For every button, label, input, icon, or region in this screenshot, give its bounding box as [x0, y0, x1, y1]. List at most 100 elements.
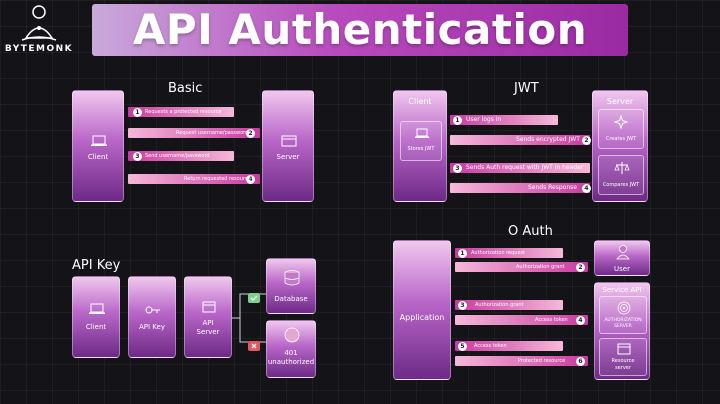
basic-step-2-num: 2	[246, 128, 255, 138]
jwt-step-1-num: 1	[453, 115, 462, 125]
stores-jwt-label: Stores JWT	[407, 146, 435, 152]
service-api-label: Service API	[602, 286, 642, 294]
unauth-label-1: 401	[284, 349, 298, 357]
jwt-step-4-num: 4	[582, 183, 591, 193]
laptop-icon	[89, 303, 105, 314]
basic-step-4-num: 4	[246, 174, 255, 184]
brand-name: BYTEMONK	[4, 44, 74, 54]
user-icon	[616, 245, 630, 260]
oauth-title: O Auth	[508, 224, 553, 239]
jwt-arrow-2	[450, 135, 590, 145]
oauth-step-4-num: 4	[576, 315, 585, 325]
apikey-client-label: Client	[85, 323, 107, 331]
monk-logo-icon	[8, 4, 70, 58]
apikey-server-box: API Server	[184, 276, 232, 358]
jwt-arrow-1	[450, 115, 558, 125]
stores-jwt-panel: Stores JWT	[400, 121, 442, 161]
fail-x-icon	[248, 336, 260, 351]
user-box: User	[594, 240, 650, 276]
apikey-client-box: Client	[72, 276, 120, 358]
apikey-key-box: API Key	[128, 276, 176, 358]
basic-client-box: Client	[72, 90, 124, 202]
jwt-server-box: Server Creates JWT Compares JWT	[592, 90, 648, 202]
oauth-step-5-num: 5	[458, 341, 467, 351]
jwt-arrow-4	[450, 183, 590, 193]
basic-step-4-label: Return requested resource	[184, 176, 251, 182]
oauth-step-3-num: 3	[458, 300, 467, 310]
oauth-arrow-6	[455, 356, 588, 366]
oauth-arrow-2	[455, 262, 588, 272]
database-box: Database	[266, 258, 316, 314]
apikey-key-label: API Key	[139, 323, 165, 331]
compares-jwt-label: Compares JWT	[602, 182, 640, 188]
oauth-arrow-5	[455, 341, 563, 351]
apikey-title: API Key	[72, 258, 121, 273]
jwt-step-3-label: Sends Auth request with JWT in header	[466, 164, 584, 171]
key-icon	[145, 306, 160, 314]
page-title: API Authentication	[132, 5, 588, 54]
database-label: Database	[274, 295, 308, 303]
sparkle-icon	[614, 115, 628, 129]
creates-jwt-panel: Creates JWT	[598, 109, 644, 149]
basic-client-label: Client	[87, 153, 109, 161]
service-api-box: Service API AUTHORIZATION SERVER Resourc…	[594, 282, 650, 380]
title-banner	[92, 4, 628, 56]
basic-step-2-label: Request username/password	[176, 130, 249, 136]
lock-circle-icon	[284, 327, 300, 343]
basic-step-3-num: 3	[133, 151, 142, 161]
auth-server-label-1: AUTHORIZATION	[604, 318, 642, 323]
basic-arrow-1	[128, 107, 234, 117]
basic-arrow-2	[128, 128, 260, 138]
success-check-icon	[248, 288, 260, 303]
oauth-step-2-label: Authorization grant	[516, 264, 565, 270]
basic-step-3-label: Send username/password	[145, 153, 210, 159]
oauth-arrow-4	[455, 315, 588, 325]
resource-server-label-2: server	[615, 365, 631, 371]
compares-jwt-panel: Compares JWT	[598, 155, 644, 195]
laptop-icon	[91, 135, 107, 146]
oauth-step-3-label: Authorization grant	[475, 302, 524, 308]
oauth-step-1-num: 1	[458, 248, 467, 258]
jwt-step-2-num: 2	[582, 135, 591, 145]
jwt-client-label: Client	[408, 97, 432, 106]
basic-arrow-4	[128, 174, 260, 184]
oauth-step-5-label: Access token	[474, 343, 507, 349]
basic-step-1-num: 1	[133, 107, 142, 117]
application-label: Application	[399, 313, 445, 322]
fingerprint-icon	[617, 301, 631, 315]
jwt-step-1-label: User logs in	[466, 116, 502, 123]
unauthorized-box: 401 unauthorized	[266, 320, 316, 378]
auth-server-label-2: SERVER	[614, 324, 632, 329]
scale-icon	[614, 162, 630, 174]
jwt-step-2-label: Sends encrypted JWT	[516, 136, 580, 143]
oauth-step-2-num: 2	[576, 262, 585, 272]
oauth-step-1-label: Authorization request	[471, 250, 526, 256]
resource-server-panel: Resource server	[599, 338, 647, 376]
jwt-client-box: Client Stores JWT	[393, 90, 447, 202]
server-icon	[281, 135, 297, 147]
database-icon	[284, 270, 300, 286]
jwt-server-label: Server	[606, 97, 634, 106]
jwt-step-3-num: 3	[453, 163, 462, 173]
oauth-step-4-label: Access token	[535, 317, 568, 323]
application-box: Application	[393, 240, 451, 380]
jwt-step-4-label: Sends Response	[528, 184, 577, 191]
resource-server-label-1: Resource	[611, 358, 635, 364]
oauth-arrow-3	[455, 300, 563, 310]
creates-jwt-label: Creates JWT	[605, 136, 637, 142]
oauth-step-6-label: Protected resource	[518, 358, 566, 364]
oauth-step-6-num: 6	[576, 356, 585, 366]
oauth-arrow-1	[455, 248, 563, 258]
laptop-icon	[415, 128, 429, 138]
server-icon	[617, 343, 631, 355]
server-icon	[202, 301, 216, 313]
basic-server-box: Server	[262, 90, 314, 202]
auth-server-panel: AUTHORIZATION SERVER	[599, 296, 647, 334]
jwt-arrow-3	[450, 163, 590, 173]
basic-step-1-label: Requests a protected resource	[145, 109, 222, 115]
basic-server-label: Server	[276, 153, 300, 161]
apikey-server-label-2: Server	[196, 328, 220, 336]
basic-arrow-3	[128, 151, 234, 161]
apikey-server-label-1: API	[202, 319, 214, 327]
unauth-label-2: unauthorized	[267, 358, 315, 366]
